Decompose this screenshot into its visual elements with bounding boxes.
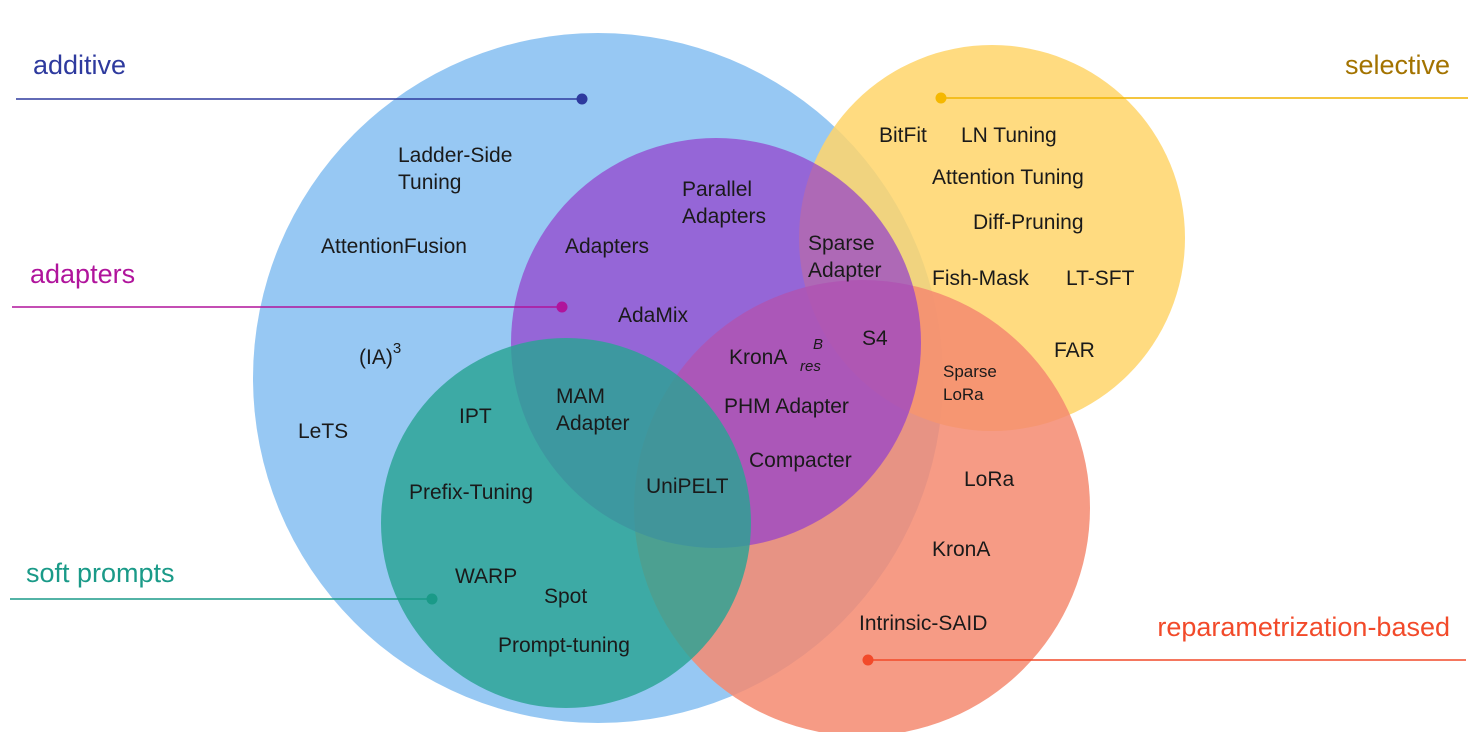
- method-warp: WARP: [455, 565, 517, 588]
- method-ln-tuning: LN Tuning: [961, 124, 1057, 147]
- category-label-selective: selective: [1345, 50, 1450, 80]
- method-ipt: IPT: [459, 405, 492, 428]
- method-mam-adapter-line2: Adapter: [556, 412, 630, 435]
- method-diff-pruning: Diff-Pruning: [973, 211, 1084, 234]
- method-sparse-lora-line1: Sparse: [943, 362, 997, 381]
- soft-prompts-leader: [10, 593, 438, 605]
- method-prompt-tuning: Prompt-tuning: [498, 634, 630, 657]
- method-s4: S4: [862, 327, 888, 350]
- category-label-soft-prompts: soft prompts: [26, 558, 175, 588]
- method-sparse-adapter-line2: Adapter: [808, 259, 882, 282]
- method-krona-res-sub: res: [800, 358, 821, 375]
- method-ladder-side-tuning-line2: Tuning: [398, 171, 461, 194]
- method-sparse-adapter-line1: Sparse: [808, 232, 875, 255]
- method-parallel-adapters-line1: Parallel: [682, 178, 752, 201]
- category-label-additive: additive: [33, 50, 126, 80]
- method-adapters: Adapters: [565, 235, 649, 258]
- method-bitfit: BitFit: [879, 124, 927, 147]
- adapters-leader: [12, 301, 568, 313]
- method-fish-mask: Fish-Mask: [932, 267, 1029, 290]
- method-intrinsic-said: Intrinsic-SAID: [859, 612, 987, 635]
- method-unipelt: UniPELT: [646, 475, 729, 498]
- method-spot: Spot: [544, 585, 587, 608]
- method-mam-adapter-line1: MAM: [556, 385, 605, 408]
- method-sparse-lora-line2: LoRa: [943, 385, 984, 404]
- category-label-reparametrization: reparametrization-based: [1157, 612, 1450, 642]
- method-prefix-tuning: Prefix-Tuning: [409, 481, 533, 504]
- category-label-adapters: adapters: [30, 259, 135, 289]
- method-ia3-base: (IA): [359, 346, 393, 369]
- method-ia3-sup: 3: [393, 340, 401, 357]
- method-phm-adapter: PHM Adapter: [724, 395, 849, 418]
- method-ia3: (IA)3: [359, 340, 401, 369]
- method-adamix: AdaMix: [618, 304, 689, 327]
- reparametrization-leader: [862, 654, 1466, 666]
- method-krona-res-base: KronA: [729, 346, 787, 369]
- method-lt-sft: LT-SFT: [1066, 267, 1135, 290]
- method-attention-tuning: Attention Tuning: [932, 166, 1084, 189]
- method-far: FAR: [1054, 339, 1095, 362]
- method-lets: LeTS: [298, 420, 348, 443]
- selective-leader: [935, 92, 1468, 104]
- method-compacter: Compacter: [749, 449, 852, 472]
- soft-prompts-circle: [381, 338, 751, 708]
- method-lora: LoRa: [964, 468, 1015, 491]
- method-krona: KronA: [932, 538, 990, 561]
- method-attention-fusion: AttentionFusion: [321, 235, 467, 258]
- method-ladder-side-tuning-line1: Ladder-Side: [398, 144, 512, 167]
- method-krona-res-sup: B: [813, 336, 823, 353]
- additive-leader: [16, 93, 588, 105]
- method-parallel-adapters-line2: Adapters: [682, 205, 766, 228]
